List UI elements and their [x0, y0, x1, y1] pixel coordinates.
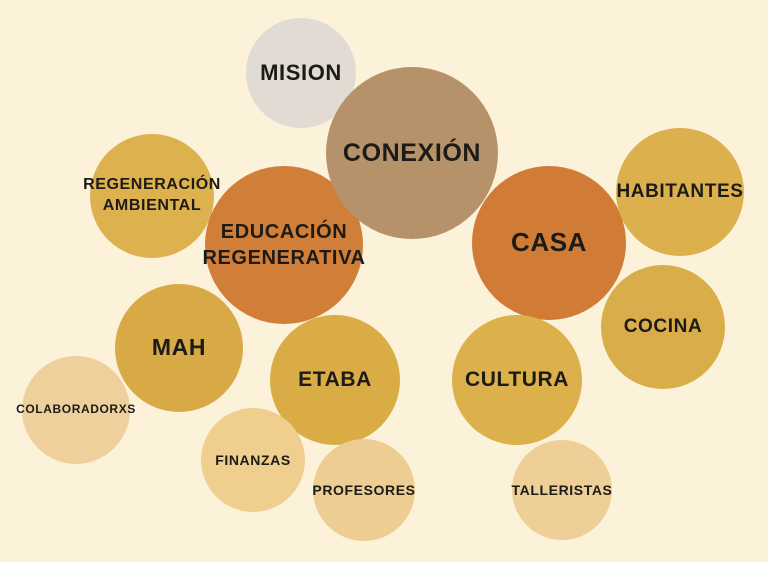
node-colaboradorxs: COLABORADORXS — [16, 356, 135, 464]
node-label-line: REGENERATIVA — [202, 247, 366, 269]
node-label-line: MISION — [260, 59, 342, 85]
node-label-finanzas: FINANZAS — [215, 451, 291, 469]
node-talleristas: TALLERISTAS — [512, 440, 612, 540]
node-label-line: FINANZAS — [215, 451, 291, 468]
node-label-cultura: CULTURA — [465, 366, 569, 393]
node-label-line: COLABORADORXS — [16, 402, 136, 417]
node-label-line: AMBIENTAL — [102, 197, 202, 214]
node-habitantes: HABITANTES — [616, 128, 744, 256]
node-label-educacion-regenerativa: EDUCACIÓN REGENERATIVA — [202, 219, 365, 271]
node-label-line: ETABA — [298, 368, 372, 392]
node-label-habitantes: HABITANTES — [616, 180, 743, 205]
node-label-line: EDUCACIÓN — [220, 221, 348, 243]
node-label-mah: MAH — [152, 333, 206, 363]
node-mah: MAH — [115, 284, 243, 412]
node-label-casa: CASA — [511, 226, 587, 260]
node-educacion-regenerativa: EDUCACIÓN REGENERATIVA — [202, 166, 365, 324]
node-finanzas: FINANZAS — [201, 408, 305, 512]
node-label-profesores: PROFESORES — [312, 481, 415, 499]
node-label-cocina: COCINA — [624, 315, 703, 340]
node-label-mision: MISION — [260, 59, 342, 88]
node-label-line: CASA — [510, 227, 588, 258]
node-label-talleristas: TALLERISTAS — [512, 481, 613, 499]
node-etaba: ETABA — [270, 315, 400, 445]
node-regeneracion-ambiental: REGENERACIÓN AMBIENTAL — [83, 134, 220, 258]
node-conexion: CONEXIÓN — [326, 67, 498, 239]
node-label-line: MAH — [151, 334, 207, 361]
node-label-etaba: ETABA — [298, 366, 372, 393]
node-label-line: REGENERACIÓN — [83, 176, 221, 194]
node-cocina: COCINA — [601, 265, 725, 389]
node-profesores: PROFESORES — [312, 439, 415, 541]
node-label-regeneracion-ambiental: REGENERACIÓN AMBIENTAL — [83, 175, 221, 217]
node-label-line: TALLERISTAS — [511, 481, 613, 498]
node-label-line: COCINA — [623, 315, 703, 337]
node-label-line: CONEXIÓN — [342, 138, 482, 167]
node-label-line: PROFESORES — [312, 481, 416, 498]
node-cultura: CULTURA — [452, 315, 582, 445]
node-label-line: CULTURA — [464, 368, 570, 392]
node-label-line: HABITANTES — [616, 180, 744, 202]
node-casa: CASA — [472, 166, 626, 320]
node-label-conexion: CONEXIÓN — [343, 137, 481, 170]
node-label-colaboradorxs: COLABORADORXS — [16, 402, 136, 418]
node-mision: MISION — [246, 18, 356, 128]
